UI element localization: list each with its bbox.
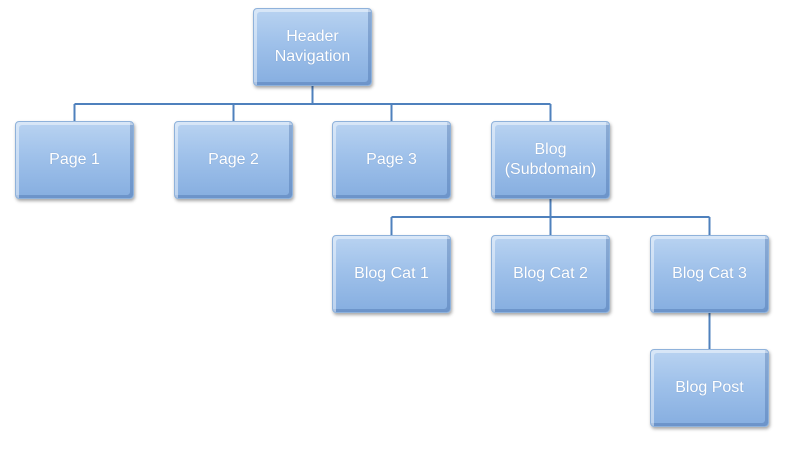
node-blog-cat-2: Blog Cat 2: [491, 235, 610, 313]
node-page-2: Page 2: [174, 121, 293, 199]
node-page-3: Page 3: [332, 121, 451, 199]
node-blog-post: Blog Post: [650, 349, 769, 427]
node-blog-subdomain: Blog (Subdomain): [491, 121, 610, 199]
node-page-1: Page 1: [15, 121, 134, 199]
node-blog-cat-1: Blog Cat 1: [332, 235, 451, 313]
node-header-navigation: Header Navigation: [253, 8, 372, 86]
node-blog-cat-3: Blog Cat 3: [650, 235, 769, 313]
